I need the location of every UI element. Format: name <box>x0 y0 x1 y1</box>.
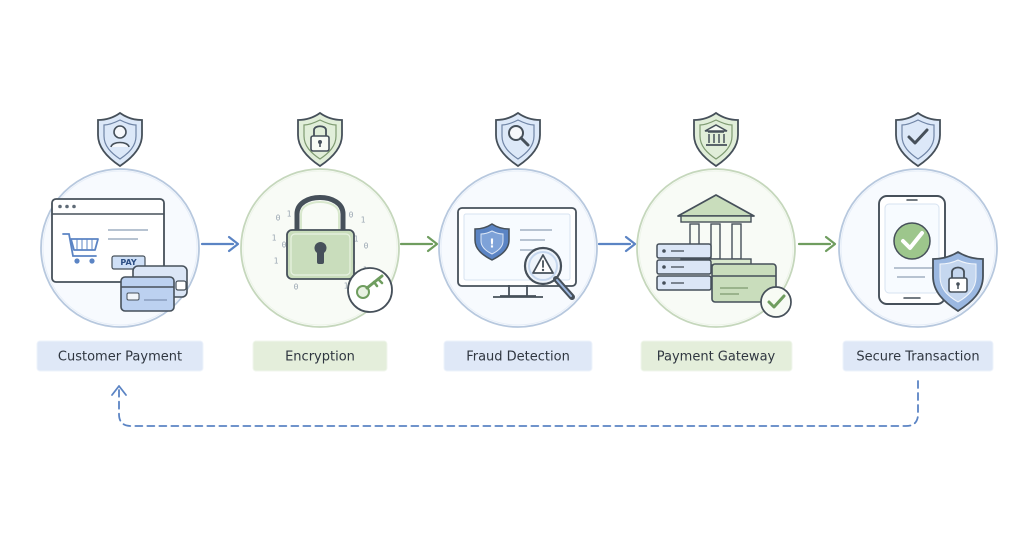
step-encryption: 01011010110101 Encryption <box>240 111 400 372</box>
binary-digit: 0 <box>276 214 281 223</box>
return-loop-dashed-arrow-icon <box>118 380 919 427</box>
padlock-key-icon <box>286 195 393 313</box>
payment-gateway-label: Payment Gateway <box>640 340 793 372</box>
binary-digit: 1 <box>354 235 359 244</box>
connectors <box>111 235 919 427</box>
binary-digit: 1 <box>287 210 292 219</box>
binary-digit: 1 <box>272 234 277 243</box>
bank-server-card-icon <box>656 194 792 318</box>
user-shield-icon <box>97 111 143 168</box>
return-loop-arrow-head-icon <box>111 385 127 396</box>
arrow-gateway-to-secure-icon <box>797 235 837 253</box>
cart-icon <box>62 233 99 264</box>
pay-button-label: PAY <box>120 258 137 267</box>
browser-cart-card-icon: PAY <box>51 198 188 312</box>
customer-payment-label: Customer Payment <box>36 340 204 372</box>
phone-check-lock-icon <box>878 195 984 313</box>
step-secure-transaction: Secure Transaction <box>838 111 998 372</box>
binary-digit: 0 <box>364 242 369 251</box>
binary-digit: 0 <box>282 241 287 250</box>
step-payment-gateway: Payment Gateway <box>636 111 796 372</box>
binary-digit: 0 <box>349 211 354 220</box>
customer-payment-text: Customer Payment <box>58 350 182 365</box>
svg-text:!: ! <box>489 237 494 251</box>
fraud-detection-text: Fraud Detection <box>466 350 570 365</box>
monitor-alert-icon: ! <box>457 207 577 300</box>
encryption-text: Encryption <box>285 350 355 365</box>
bank-shield-icon <box>693 111 739 168</box>
arrow-fraud-to-gateway-icon <box>597 235 637 253</box>
check-badge-icon <box>760 286 792 318</box>
step-customer-payment: PAY Customer Payment <box>36 111 204 372</box>
server-stack-icon <box>656 243 712 291</box>
gateway-card-icon <box>711 263 777 303</box>
magnifier-shield-icon <box>495 111 541 168</box>
step-fraud-detection: ! Fraud Detection <box>438 111 598 372</box>
alert-magnifier-icon <box>523 246 575 300</box>
payment-gateway-text: Payment Gateway <box>657 350 776 365</box>
fraud-detection-label: Fraud Detection <box>443 340 593 372</box>
arrow-encryption-to-fraud-icon <box>399 235 439 253</box>
wallet-card-icon <box>120 265 188 312</box>
arrow-customer-to-encryption-icon <box>200 235 240 253</box>
binary-digit: 1 <box>274 257 279 266</box>
lock-shield-icon <box>297 111 343 168</box>
bank-building-icon <box>677 194 755 266</box>
secure-transaction-label: Secure Transaction <box>842 340 994 372</box>
check-shield-icon <box>895 111 941 168</box>
binary-digit: 1 <box>344 282 349 291</box>
secure-transaction-text: Secure Transaction <box>856 350 979 365</box>
binary-digit: 0 <box>294 283 299 292</box>
key-icon <box>356 274 384 299</box>
encryption-label: Encryption <box>252 340 388 372</box>
binary-digit: 1 <box>361 216 366 225</box>
